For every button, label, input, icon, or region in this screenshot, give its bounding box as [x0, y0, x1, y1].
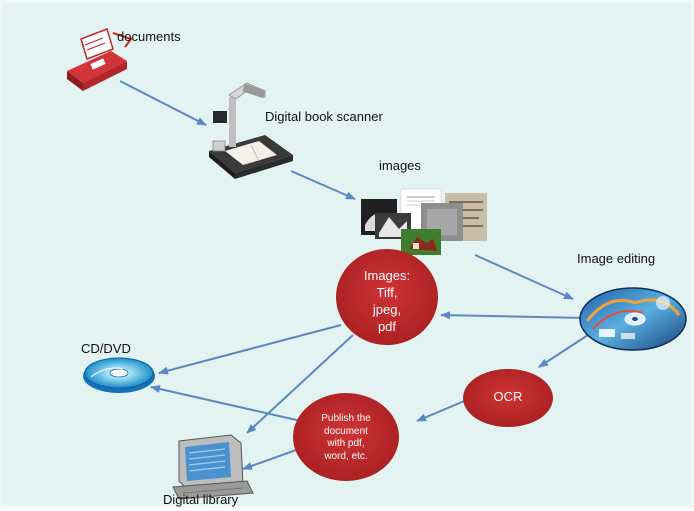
- software-disc-icon: [579, 287, 687, 351]
- publish-line: Publish the: [321, 413, 371, 424]
- digital-library-label: Digital library: [163, 492, 239, 507]
- publish-line: word, etc.: [324, 450, 368, 462]
- cd-dvd-icon: [83, 357, 155, 393]
- images-formats-text: Images: Tiff, jpeg, pdf: [337, 267, 437, 335]
- photo-collage-icon: [361, 188, 487, 255]
- book-scanner-icon: [209, 82, 293, 179]
- arrow-editing-to-ocr: [538, 332, 592, 368]
- publish-text: Publish the document with pdf, word, etc…: [296, 413, 396, 463]
- workflow-diagram: [67, 28, 687, 500]
- arrow-ocr-to-publish: [416, 398, 470, 422]
- images-formats-line: pdf: [377, 319, 397, 334]
- image-editing-label: Image editing: [577, 251, 656, 266]
- publish-line: with pdf,: [327, 438, 365, 449]
- cd-dvd-label: CD/DVD: [81, 341, 131, 356]
- arrow-publish-to-cd: [150, 385, 302, 422]
- ocr-text: OCR: [493, 389, 523, 404]
- arrows: [119, 80, 592, 470]
- arrow-scanner-to-images: [290, 170, 356, 200]
- images-formats-line: jpeg,: [372, 302, 402, 317]
- images-formats-line: Images:: [363, 268, 411, 283]
- documents-label: documents: [117, 29, 181, 44]
- fax-machine-icon: [67, 28, 133, 91]
- images-formats-node: [336, 249, 438, 345]
- images-label: images: [379, 158, 421, 173]
- scanner-label: Digital book scanner: [265, 109, 383, 124]
- images-formats-line: Tiff,: [376, 285, 398, 300]
- arrow-formats-to-library: [246, 334, 354, 434]
- arrow-formats-to-cd: [158, 324, 342, 375]
- publish-node: [293, 393, 399, 481]
- publish-line: document: [324, 425, 368, 437]
- ocr-node: [463, 369, 553, 427]
- arrow-images-to-editing: [474, 254, 574, 300]
- arrow-publish-to-library: [242, 448, 300, 470]
- computer-monitor-icon: [172, 434, 254, 500]
- arrow-editing-to-formats: [440, 311, 588, 320]
- arrow-documents-to-scanner: [119, 80, 207, 126]
